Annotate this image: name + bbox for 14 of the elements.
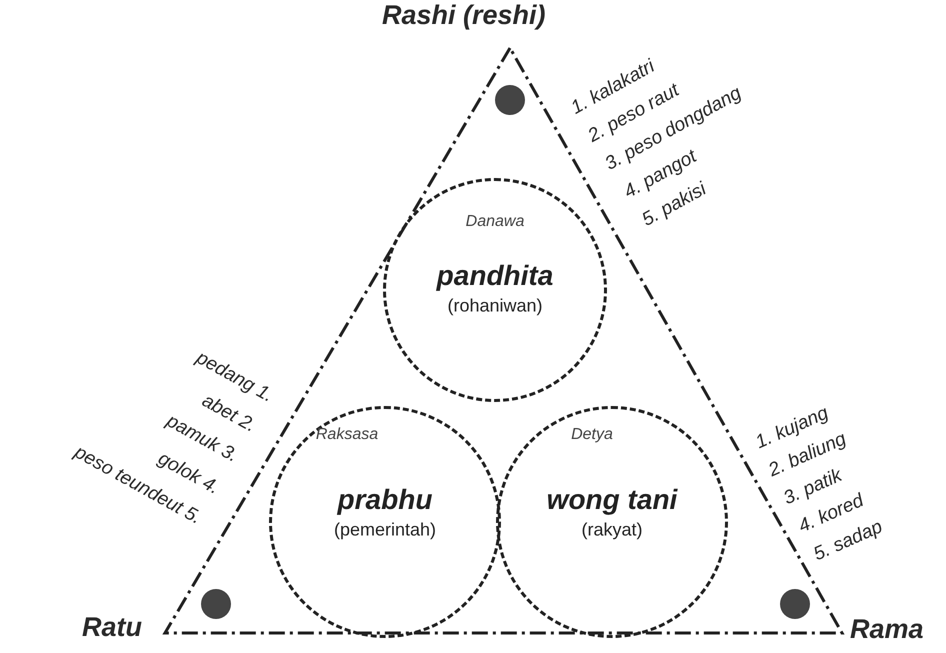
circle-title: pandhita: [436, 260, 554, 292]
dashed-circle: [269, 406, 501, 638]
circle-title: wong tani: [546, 484, 678, 516]
corner-label: Ratu: [82, 616, 142, 638]
corner-label: Rama: [850, 618, 924, 640]
circle-subtitle: (rakyat): [582, 520, 642, 540]
circle-subtitle: (rohaniwan): [447, 296, 543, 316]
dashed-circle: [383, 178, 607, 402]
circle-title: prabhu: [338, 484, 432, 516]
dashed-circle: [496, 406, 728, 638]
subtitle-text: Raksasa: [316, 426, 378, 444]
subtitle-text: Detya: [571, 426, 613, 444]
subtitle-text: Danawa: [466, 213, 524, 231]
circle-subtitle: (pemerintah): [334, 520, 436, 540]
